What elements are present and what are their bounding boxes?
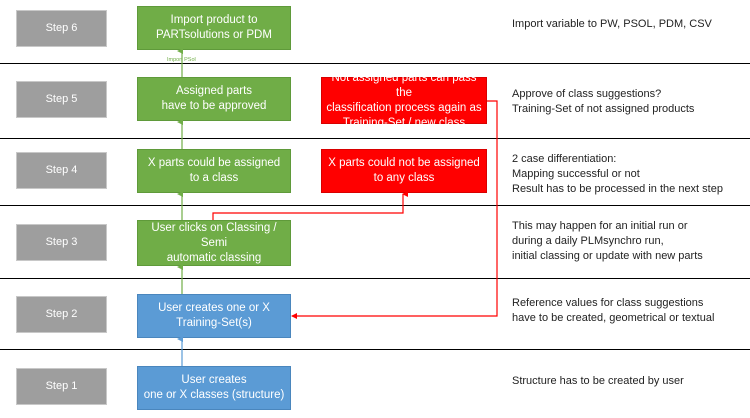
arrow-classing-to-not-assigned [212,191,408,220]
import-psol-arrow-label: Import PSol [167,57,196,63]
import-product-box: Import product to PARTsolutions or PDM [137,6,291,50]
user-clicks-classing-box: User clicks on Classing / Semi automatic… [137,220,291,266]
row-separator [0,278,750,279]
x-parts-assigned-box: X parts could be assigned to a class [137,149,291,193]
user-creates-classes-box: User creates one or X classes (structure… [137,366,291,410]
row-separator [0,63,750,64]
note-step-6: Import variable to PW, PSOL, PDM, CSV [512,18,712,30]
user-creates-training-set-box: User creates one or X Training-Set(s) [137,294,291,338]
note-step-3: This may happen for an initial run or du… [512,220,703,262]
row-separator [0,349,750,350]
note-step-5: Approve of class suggestions? Training-S… [512,88,695,115]
step-5-label: Step 5 [16,81,107,118]
note-step-4: 2 case differentiation: Mapping successf… [512,153,723,195]
x-parts-not-assigned-box: X parts could not be assigned to any cla… [321,149,487,193]
row-separator [0,138,750,139]
note-step-1: Structure has to be created by user [512,375,684,387]
not-assigned-pass-again-box: Not assigned parts can pass the classifi… [321,72,487,129]
step-1-label: Step 1 [16,368,107,405]
row-separator [0,205,750,206]
step-2-label: Step 2 [16,296,107,333]
step-4-label: Step 4 [16,152,107,189]
arrow-pass-again-to-training [291,100,498,319]
step-6-label: Step 6 [16,10,107,47]
note-step-2: Reference values for class suggestions h… [512,297,715,324]
assigned-parts-approved-box: Assigned parts have to be approved [137,77,291,121]
step-3-label: Step 3 [16,224,107,261]
